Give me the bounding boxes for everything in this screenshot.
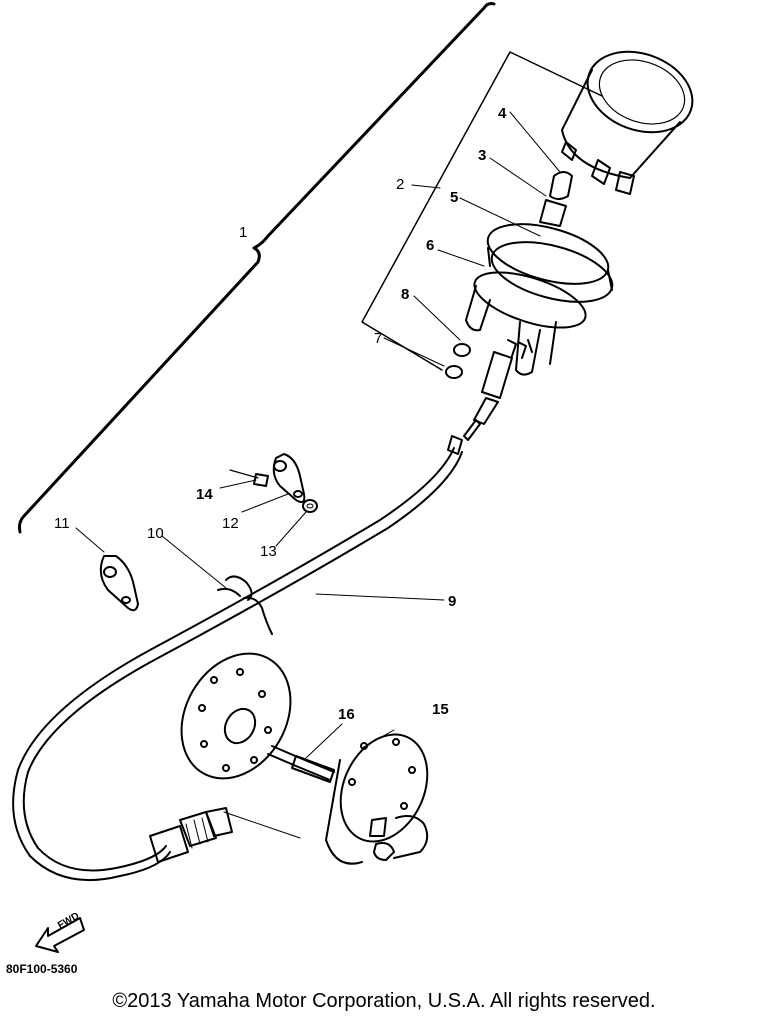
callout-6: 6 — [426, 237, 435, 254]
speedometer-gear-unit — [325, 733, 429, 865]
callout-2: 2 — [396, 176, 405, 193]
callout-4: 4 — [498, 105, 507, 122]
callout-12: 12 — [222, 515, 239, 532]
callout-5: 5 — [450, 189, 459, 206]
meter-bracket — [465, 271, 587, 376]
leader-lines — [75, 111, 561, 839]
meter-ring — [486, 223, 614, 303]
callout-15: 15 — [432, 701, 449, 718]
nut-7 — [445, 365, 463, 379]
callout-16: 16 — [338, 706, 355, 723]
callout-13: 13 — [260, 543, 277, 560]
callout-14: 14 — [196, 486, 213, 503]
screw-14 — [229, 469, 269, 487]
callout-3: 3 — [478, 147, 487, 164]
callout-8: 8 — [401, 286, 410, 303]
hub-plate — [180, 652, 292, 780]
diagram-code: 80F100-5360 — [6, 962, 78, 976]
washer-8 — [453, 343, 471, 357]
drive-shaft — [267, 745, 335, 783]
cable-fitting — [463, 339, 533, 441]
callout-11: 11 — [54, 515, 70, 532]
callout-1: 1 — [239, 224, 248, 241]
mounting-clamp — [272, 453, 306, 503]
cable-end-fitting — [149, 807, 233, 863]
cable-clamp — [217, 575, 273, 635]
copyright-notice: ©2013 Yamaha Motor Corporation, U.S.A. A… — [112, 990, 656, 1012]
bulb-socket — [539, 171, 573, 227]
cable-clip — [99, 555, 139, 612]
speedometer-cable — [12, 435, 463, 882]
fwd-arrow-icon — [35, 917, 85, 953]
callout-9: 9 — [448, 593, 457, 610]
speedometer-body — [561, 50, 694, 195]
assembly-brace — [18, 2, 496, 534]
callout-7: 7 — [374, 330, 383, 347]
washer-13 — [302, 499, 318, 513]
callout-10: 10 — [147, 525, 164, 542]
